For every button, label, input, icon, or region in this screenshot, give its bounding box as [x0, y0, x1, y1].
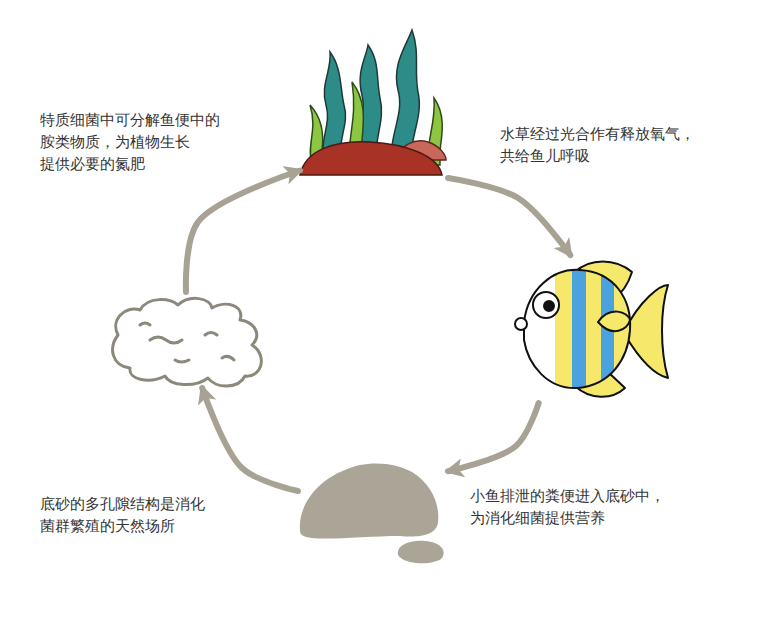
- cycle-arrow: [448, 403, 539, 471]
- porous-rock: [175, 360, 189, 362]
- porous-rock: [140, 323, 150, 325]
- fish: [555, 260, 572, 395]
- fish: [572, 260, 586, 395]
- porous-rock: [113, 298, 262, 386]
- porous-rock: [113, 298, 262, 386]
- caption-text: 水草经过光合作有释放氧气， 共给鱼儿呼吸: [500, 124, 718, 168]
- substrate-sand: [300, 463, 438, 538]
- cycle-arrow: [186, 171, 300, 293]
- fish: [520, 260, 640, 395]
- fish: [533, 292, 559, 318]
- porous-rock: [205, 333, 217, 336]
- porous-rock: [150, 337, 182, 343]
- caption-text: 特质细菌中可分解鱼便中的 胺类物质，为植物生长 提供必要的氮肥: [40, 110, 258, 175]
- fish: [625, 285, 668, 378]
- substrate-sand: [300, 463, 444, 563]
- illustration-station: 小鱼排泄的粪便进入底砂中， 为消化细菌提供营养: [515, 255, 673, 403]
- illustration-station: 底砂的多孔隙结构是消化 菌群繁殖的天然场所: [298, 458, 448, 568]
- caption-text: 底砂的多孔隙结构是消化 菌群繁殖的天然场所: [40, 494, 258, 538]
- fish: [524, 270, 630, 388]
- fish: [544, 301, 554, 311]
- fish: [515, 260, 668, 397]
- porous-rock: [222, 356, 234, 360]
- fish: [586, 260, 601, 395]
- soil-mound: [300, 141, 446, 175]
- cycle-arrow: [448, 178, 570, 255]
- illustration-station: 特质细菌中可分解鱼便中的 胺类物质，为植物生长 提供必要的氮肥: [105, 292, 267, 388]
- fish: [598, 312, 630, 332]
- caption-text: 小鱼排泄的粪便进入底砂中， 为消化细菌提供营养: [470, 486, 688, 530]
- cycle-arrow: [202, 388, 298, 491]
- soil-mound: [300, 142, 442, 175]
- fish: [520, 260, 640, 395]
- illustration-station: 水草经过光合作有释放氧气， 共给鱼儿呼吸: [300, 28, 448, 178]
- substrate-sand: [398, 541, 444, 563]
- fish: [515, 318, 527, 330]
